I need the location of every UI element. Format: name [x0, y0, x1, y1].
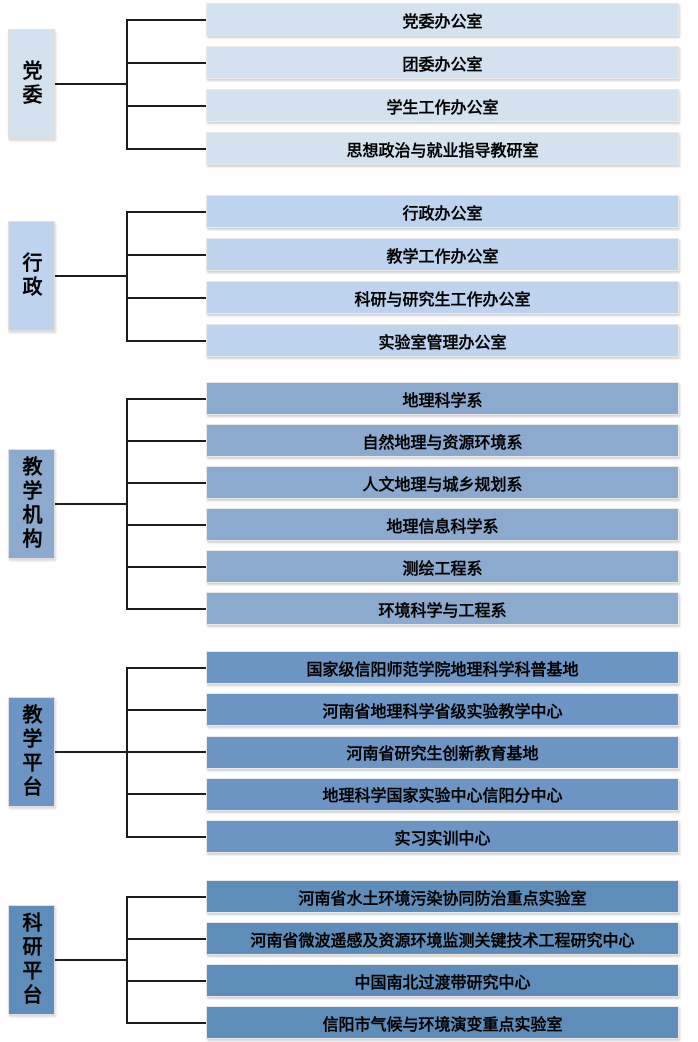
connector-branch [127, 565, 206, 568]
connector-branch [127, 61, 206, 64]
connector-spine [126, 210, 128, 342]
connector-stem [55, 275, 127, 277]
org-unit: 团委办公室 [206, 46, 679, 79]
connector-branch [127, 210, 206, 213]
connector-branch [127, 835, 206, 838]
group-label: 党委 [8, 29, 55, 139]
org-unit: 思想政治与就业指导教研室 [206, 132, 679, 165]
org-unit: 环境科学与工程系 [206, 592, 679, 625]
org-unit: 河南省研究生创新教育基地 [206, 735, 679, 769]
org-unit: 河南省地理科学省级实验教学中心 [206, 693, 679, 727]
connector-spine [126, 666, 128, 838]
connector-branch [127, 147, 206, 150]
connector-stem [55, 83, 127, 85]
org-unit: 人文地理与城乡规划系 [206, 466, 679, 499]
connector-branch [127, 708, 206, 711]
org-unit: 学生工作办公室 [206, 89, 679, 122]
org-unit: 测绘工程系 [206, 550, 679, 583]
connector-spine [126, 397, 128, 610]
connector-stem [55, 751, 127, 753]
org-unit: 自然地理与资源环境系 [206, 424, 679, 457]
connector-spine [126, 18, 128, 150]
org-unit: 河南省微波遥感及资源环境监测关键技术工程研究中心 [206, 922, 679, 955]
connector-branch [127, 751, 206, 753]
connector-branch [127, 666, 206, 669]
connector-branch [127, 439, 206, 442]
connector-branch [127, 793, 206, 796]
connector-stem [55, 502, 127, 505]
group-label: 行政 [8, 221, 55, 331]
connector-branch [127, 607, 206, 610]
connector-branch [127, 481, 206, 484]
connector-branch [127, 253, 206, 256]
connector-spine [126, 895, 128, 1024]
org-unit: 教学工作办公室 [206, 238, 679, 271]
connector-branch [127, 937, 206, 940]
org-unit: 河南省水土环境污染协同防治重点实验室 [206, 880, 679, 913]
connector-branch [127, 339, 206, 342]
connector-branch [127, 979, 206, 982]
connector-branch [127, 104, 206, 107]
org-unit: 行政办公室 [206, 195, 679, 228]
org-unit: 科研与研究生工作办公室 [206, 281, 679, 314]
connector-branch [127, 1021, 206, 1024]
org-unit: 中国南北过渡带研究中心 [206, 964, 679, 997]
org-unit: 实验室管理办公室 [206, 324, 679, 357]
connector-stem [55, 958, 127, 961]
connector-branch [127, 895, 206, 898]
connector-branch [127, 18, 206, 21]
connector-branch [127, 296, 206, 299]
connector-branch [127, 523, 206, 526]
group-label: 科研平台 [8, 904, 55, 1015]
org-unit: 地理信息科学系 [206, 508, 679, 541]
connector-branch [127, 397, 206, 400]
group-label: 教学平台 [8, 697, 55, 807]
org-unit: 地理科学国家实验中心信阳分中心 [206, 777, 679, 811]
org-unit: 信阳市气候与环境演变重点实验室 [206, 1006, 679, 1039]
org-unit: 地理科学系 [206, 382, 679, 415]
group-label: 教学机构 [8, 448, 55, 559]
org-unit: 党委办公室 [206, 3, 679, 36]
org-unit: 国家级信阳师范学院地理科学科普基地 [206, 651, 679, 684]
org-unit: 实习实训中心 [206, 820, 679, 853]
